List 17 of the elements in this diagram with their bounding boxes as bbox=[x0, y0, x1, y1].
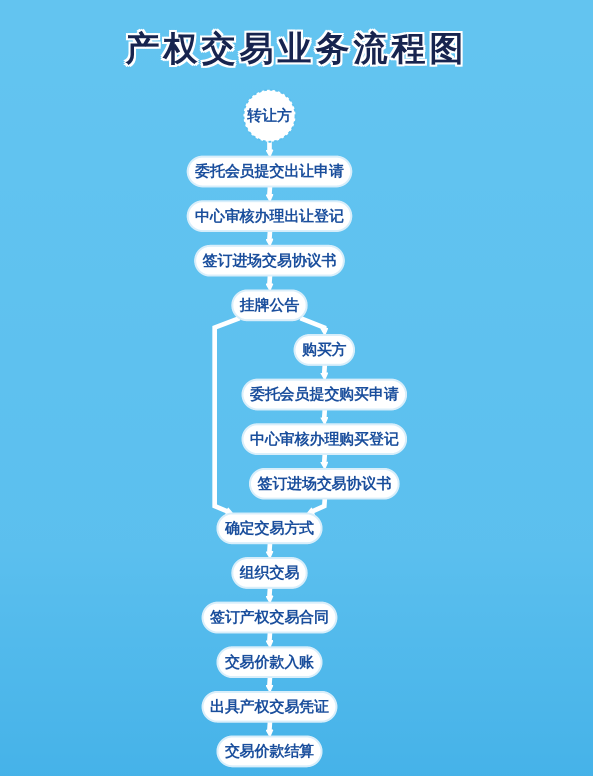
arrow bbox=[306, 498, 327, 515]
node-circle: 转让方 bbox=[242, 88, 296, 143]
title: 产权交易业务流程图 bbox=[124, 28, 468, 71]
arrow bbox=[320, 410, 328, 426]
arrow bbox=[265, 632, 274, 648]
arrow bbox=[265, 276, 274, 292]
arrow bbox=[320, 365, 328, 381]
arrow bbox=[299, 316, 328, 336]
arrow bbox=[320, 454, 328, 470]
arrow bbox=[265, 544, 274, 559]
arrow bbox=[265, 588, 274, 604]
arrow bbox=[265, 231, 274, 247]
arrow bbox=[265, 722, 274, 738]
arrow bbox=[265, 142, 274, 158]
arrow bbox=[265, 677, 274, 693]
arrow bbox=[212, 316, 240, 515]
arrow bbox=[265, 186, 274, 202]
